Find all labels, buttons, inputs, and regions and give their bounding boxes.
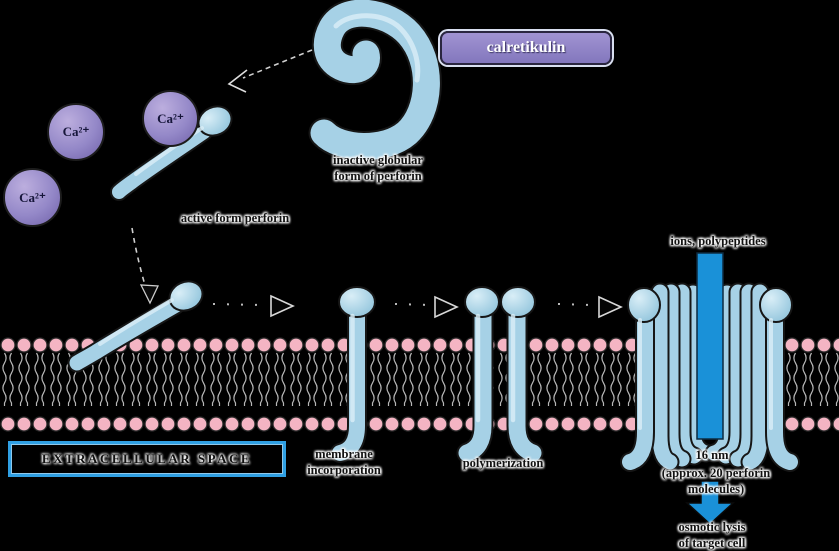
extracellular-space-box: EXTRACELLULAR SPACE [8,441,286,477]
pore-channel-bar [696,252,724,440]
flow-arrow-1-icon [212,294,295,318]
polymerization-label: polymerization [462,456,544,470]
pore-channel-label: ions, polypeptides [670,234,766,248]
pore-size-label: 16 nm [695,448,729,462]
active-perforin-shape [110,105,233,201]
polymerizing-perforins-shape [456,286,544,464]
perforin-binding-membrane-shape [67,280,204,373]
activation-arrow [131,227,159,305]
calretikulin-release-arrow [227,49,313,93]
membrane-incorporation-label: membrane incorporation [307,447,381,478]
extracellular-space-label: EXTRACELLULAR SPACE [41,451,253,466]
ca-ion-label: Ca²⁺ [157,110,184,126]
ca-ion-label: Ca²⁺ [19,189,46,205]
lysis-arrow-icon [685,480,735,526]
outcome-label: osmotic lysis of target cell [678,520,746,551]
flow-arrow-3-icon [557,295,623,319]
ca-ion: Ca²⁺ [47,103,105,161]
calretikulin-label: calretikulin [486,39,566,56]
pore-molecules-label: (approx. 20 perforin molecules) [661,466,771,497]
inactive-perforin-label: inactive globular form of perforin [333,153,423,184]
ca-ion: Ca²⁺ [3,168,62,227]
inactive-perforin-shape [308,0,442,162]
calretikulin-label-box: calretikulin [440,31,612,65]
membrane-incorporated-perforin-shape [330,286,376,463]
ca-ion-label: Ca²⁺ [62,124,90,139]
polyperforin-pore-shape [620,252,800,472]
active-perforin-label: active form perforin [180,211,290,225]
flow-arrow-2-icon [394,295,459,319]
ca-ion: Ca²⁺ [142,90,199,147]
